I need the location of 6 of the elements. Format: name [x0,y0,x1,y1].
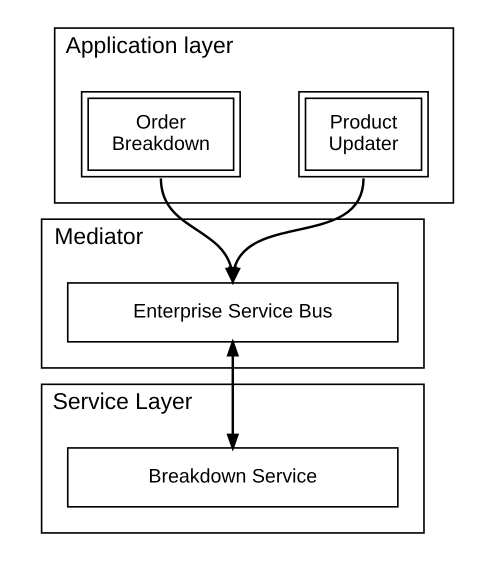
arrow [226,338,239,452]
node-box: Order Breakdown [80,90,240,178]
node-box: Breakdown Service [66,447,398,508]
arrow [228,178,364,285]
node-box: Product Updater [298,90,428,178]
node-box: Enterprise Service Bus [66,282,398,343]
